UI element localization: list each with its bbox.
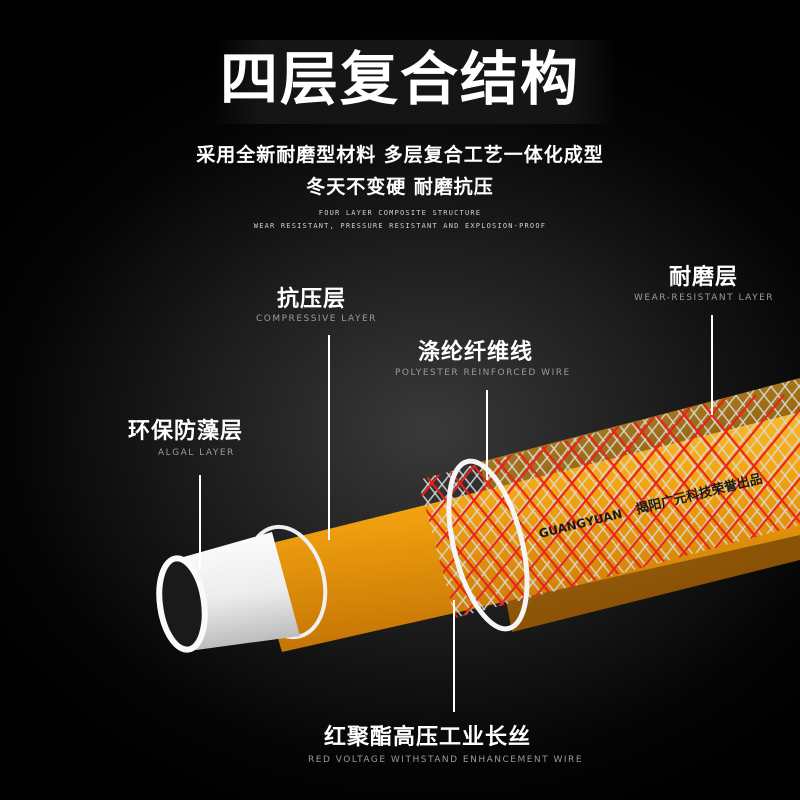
mesh-strand xyxy=(737,379,800,618)
label-polyester-en: POLYESTER REINFORCED WIRE xyxy=(395,368,571,378)
mesh-strand xyxy=(0,380,104,660)
mesh-strand xyxy=(471,394,673,618)
mesh-strand xyxy=(0,380,76,660)
mesh-strand xyxy=(0,380,62,660)
mesh-strand xyxy=(0,395,84,640)
label-compressive-cn: 抗压层 xyxy=(277,287,347,312)
label-algal-cn: 环保防藻层 xyxy=(128,419,244,444)
mesh-strand xyxy=(0,380,118,660)
label-red-wire-en: RED VOLTAGE WITHSTAND ENHANCEMENT WIRE xyxy=(308,755,583,765)
mesh-strand xyxy=(0,380,104,660)
mesh-strand xyxy=(0,395,56,640)
outer-ring xyxy=(446,458,530,632)
page-title: 四层复合结构 xyxy=(219,45,580,113)
label-algal-en: ALGAL LAYER xyxy=(158,448,235,458)
label-polyester-cn: 涤纶纤维线 xyxy=(418,340,534,365)
mesh-strand xyxy=(418,379,497,618)
mesh-strand xyxy=(0,380,118,660)
label-compressive-en: COMPRESSIVE LAYER xyxy=(256,314,377,324)
mesh-strand xyxy=(0,395,28,640)
mesh-strand xyxy=(0,380,48,660)
mesh-strand xyxy=(0,395,112,640)
subtitle-line-2: 冬天不变硬 耐磨抗压 xyxy=(306,176,494,198)
mesh-strand xyxy=(0,380,132,660)
mesh-strand xyxy=(0,395,112,640)
mesh-strand xyxy=(0,380,146,660)
mesh-strand xyxy=(0,380,146,660)
mesh-strand xyxy=(0,380,34,660)
mesh-strand xyxy=(0,395,140,640)
compressive-layer-tube xyxy=(252,412,800,652)
mesh-strand xyxy=(443,394,645,618)
mesh-strand xyxy=(0,380,132,660)
mesh-strand xyxy=(0,380,48,660)
mesh-strand xyxy=(0,380,76,660)
mesh-strand xyxy=(0,395,140,640)
mesh-strand xyxy=(709,379,800,618)
label-wear-cn: 耐磨层 xyxy=(669,265,739,290)
mesh-strand xyxy=(751,379,800,618)
algal-layer-tube xyxy=(180,532,300,650)
algal-tube-mouth xyxy=(156,555,208,653)
mesh-strand xyxy=(0,395,56,640)
mesh-strand xyxy=(695,379,800,618)
label-red-wire-cn: 红聚酯高压工业长丝 xyxy=(324,725,532,750)
mesh-strand xyxy=(0,395,84,640)
mesh-strand xyxy=(0,380,34,660)
title-plate xyxy=(213,40,617,124)
mesh-strand xyxy=(0,395,28,640)
mesh-strand xyxy=(0,380,20,660)
mesh-strand xyxy=(0,380,20,660)
mesh-strand xyxy=(0,380,90,660)
mesh-strand xyxy=(0,380,62,660)
tiny-caption-2: WEAR RESISTANT, PRESSURE RESISTANT AND E… xyxy=(253,222,547,230)
mesh-strand xyxy=(0,380,90,660)
mesh-strand xyxy=(723,379,800,618)
label-wear-en: WEAR-RESISTANT LAYER xyxy=(634,293,775,303)
tiny-caption-1: FOUR LAYER COMPOSITE STRUCTURE xyxy=(318,209,482,217)
subtitle-line-1: 采用全新耐磨型材料 多层复合工艺一体化成型 xyxy=(196,144,604,166)
